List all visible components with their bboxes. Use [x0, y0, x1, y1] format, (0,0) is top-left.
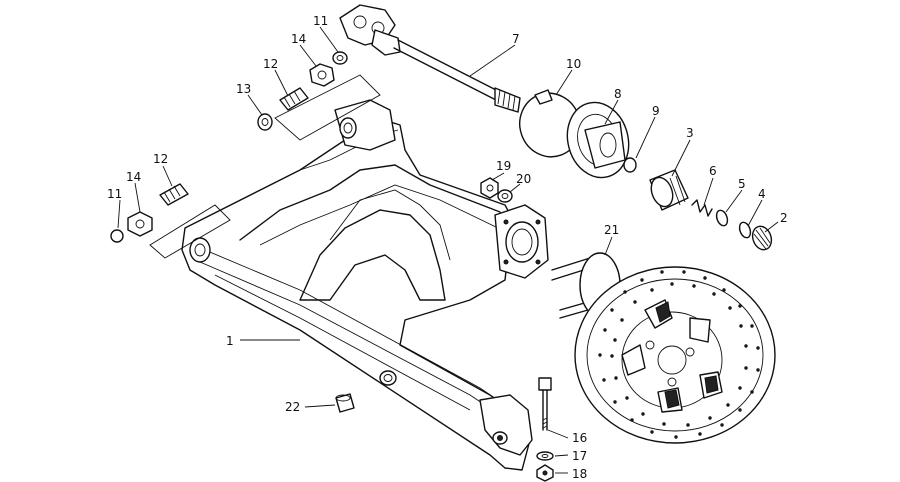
label-9: 9	[652, 104, 660, 118]
label-18: 18	[572, 467, 587, 481]
label-12-left: 12	[153, 152, 168, 166]
nut-18	[536, 464, 554, 482]
washer-17	[536, 451, 554, 461]
bolt-16	[538, 377, 552, 431]
label-13: 13	[236, 82, 251, 96]
nut-14-top	[309, 63, 335, 87]
label-1: 1	[226, 334, 234, 348]
label-11-left: 11	[107, 187, 122, 201]
washer-11-left	[110, 229, 124, 243]
label-22: 22	[285, 400, 300, 414]
label-12-top: 12	[263, 57, 278, 71]
label-4: 4	[758, 187, 766, 201]
label-7: 7	[512, 32, 520, 46]
drive-shaft	[339, 4, 521, 113]
washer-13	[257, 113, 273, 131]
sleeve-3	[649, 169, 689, 211]
label-6: 6	[709, 164, 717, 178]
stud-12-left	[159, 183, 189, 206]
label-5: 5	[738, 177, 746, 191]
plug-22	[335, 393, 355, 413]
label-2: 2	[780, 211, 788, 225]
washer-20	[497, 189, 513, 203]
label-16: 16	[572, 431, 587, 445]
nut-14-left	[127, 211, 153, 237]
nut-19	[480, 177, 499, 199]
label-14-top: 14	[291, 32, 306, 46]
spring-6	[691, 199, 713, 217]
upper-bolt-group-box	[274, 74, 381, 141]
washer-11-top	[332, 51, 348, 65]
label-11-top: 11	[313, 14, 328, 28]
label-20: 20	[516, 172, 531, 186]
swingarm	[181, 99, 549, 471]
stud-12-top	[279, 87, 309, 111]
label-3: 3	[686, 126, 694, 140]
label-21: 21	[604, 223, 619, 237]
lower-bolt-group-box	[149, 204, 231, 259]
ring-5	[715, 209, 729, 227]
label-19: 19	[496, 159, 511, 173]
leader-lines	[117, 26, 779, 474]
brake-disc-hub-21	[551, 252, 776, 444]
label-14-left: 14	[126, 170, 141, 184]
label-10: 10	[566, 57, 581, 71]
splined-hub-2	[751, 225, 773, 251]
bearing-housing-8	[566, 101, 630, 179]
ring-4	[738, 221, 752, 239]
label-17: 17	[572, 449, 587, 463]
label-8: 8	[614, 87, 622, 101]
o-ring-9	[623, 157, 637, 173]
part-labels: 1 2 3 4 5 6 7 8 9 10 11 11 12 12 13 14 1…	[107, 14, 788, 481]
